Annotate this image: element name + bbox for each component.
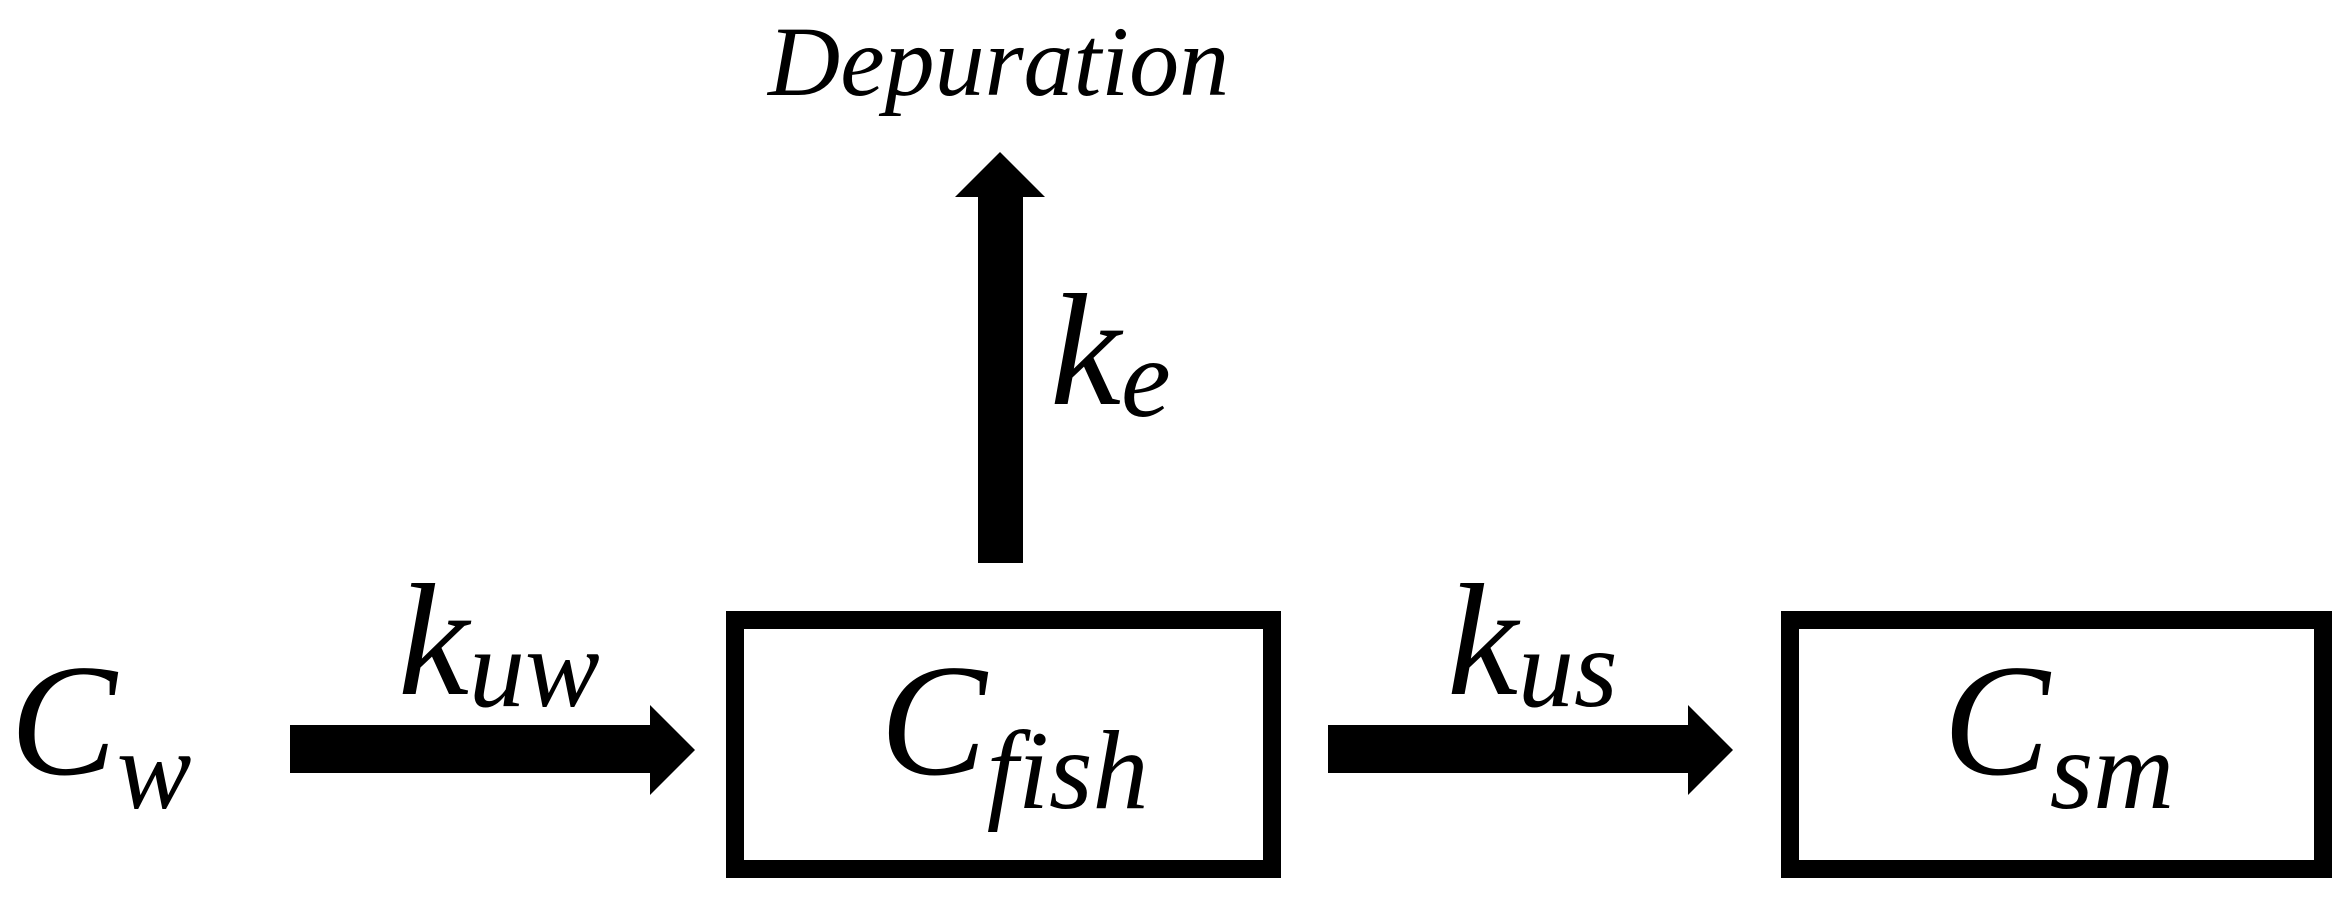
cw-symbol: C bbox=[10, 631, 117, 809]
ke-symbol: k bbox=[1050, 261, 1122, 439]
uptake-sediment-arrow bbox=[1328, 705, 1733, 795]
water-concentration-label: Cw bbox=[10, 631, 191, 827]
kus-subscript: us bbox=[1518, 607, 1618, 731]
kus-symbol: k bbox=[1447, 551, 1519, 729]
csm-symbol: C bbox=[1943, 631, 2050, 809]
ke-rate-label: ke bbox=[1050, 261, 1171, 439]
depuration-label: Depuration bbox=[768, 6, 1230, 117]
cfish-subscript: fish bbox=[986, 709, 1149, 833]
kuw-symbol: k bbox=[398, 551, 470, 729]
cw-subscript: w bbox=[116, 709, 192, 833]
cfish-symbol: C bbox=[880, 631, 987, 809]
csm-subscript: sm bbox=[2049, 709, 2175, 833]
fish-compartment-box bbox=[726, 611, 1281, 878]
kus-rate-label: kus bbox=[1447, 551, 1618, 729]
sediment-concentration-label: Csm bbox=[1943, 631, 2174, 827]
kuw-rate-label: kuw bbox=[398, 551, 600, 729]
uptake-water-arrow bbox=[290, 705, 695, 795]
sediment-compartment-box bbox=[1781, 611, 2332, 878]
ke-subscript: e bbox=[1121, 317, 1171, 441]
kuw-subscript: uw bbox=[469, 607, 600, 731]
depuration-arrow bbox=[955, 152, 1045, 563]
fish-concentration-label: Cfish bbox=[880, 631, 1149, 827]
